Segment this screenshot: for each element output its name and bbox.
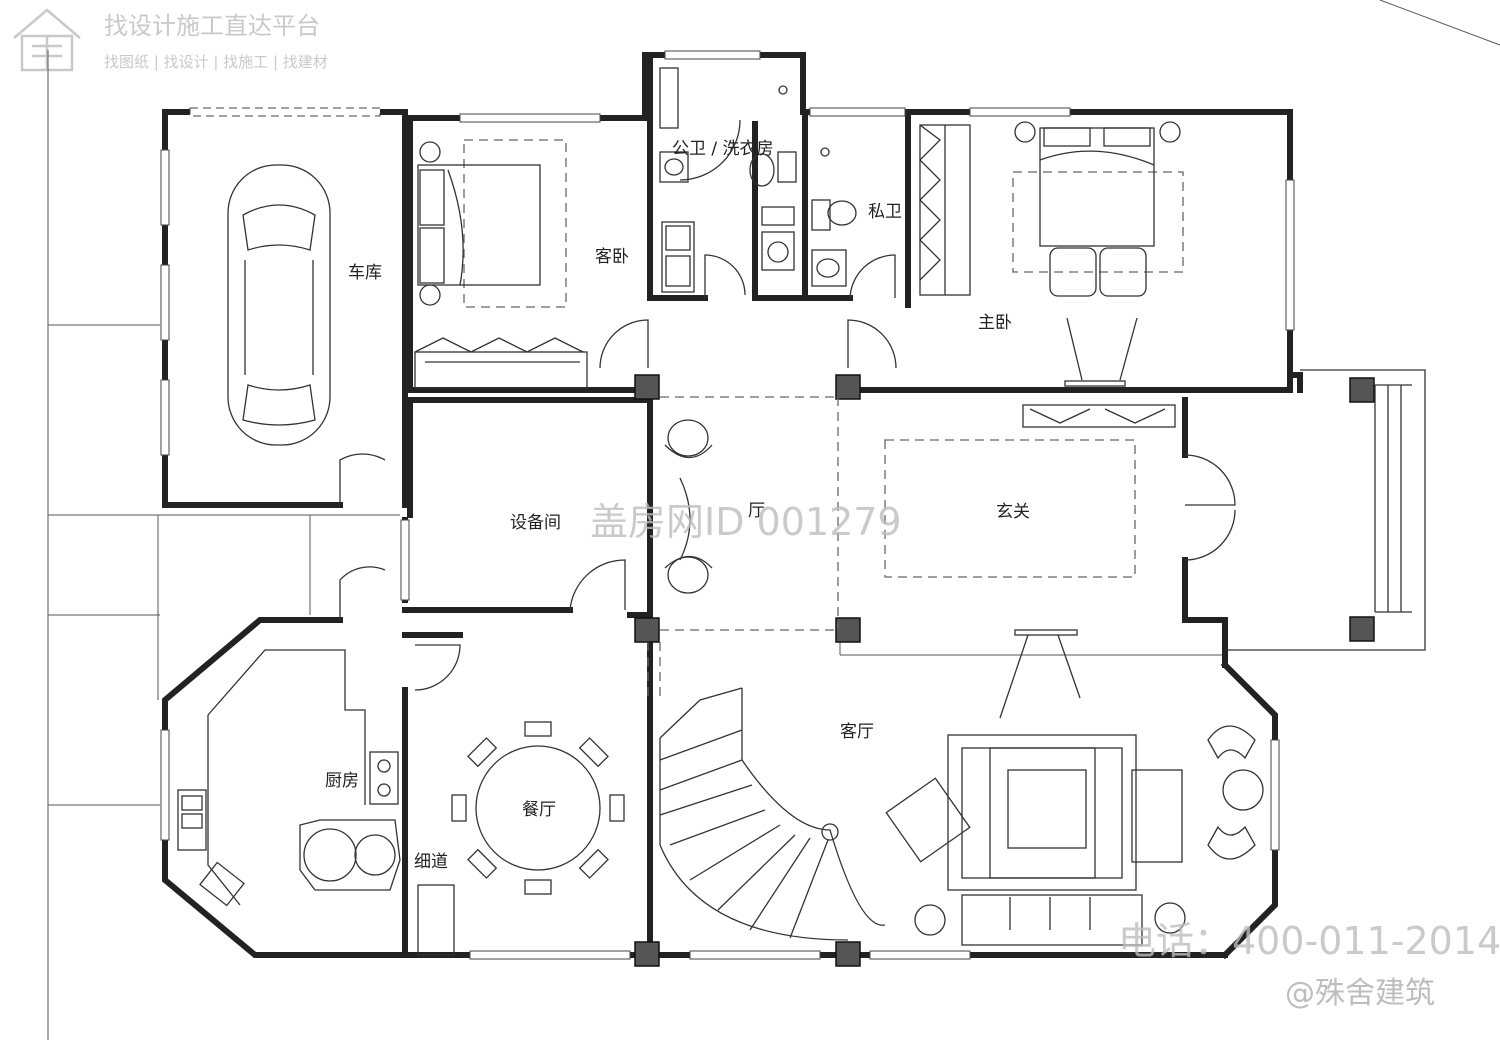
doors bbox=[339, 119, 1236, 691]
room-labels: 车库 客卧 公卫 / 洗衣房 私卫 主卧 设备间 厅 玄关 客厅 厨房 餐厅 细… bbox=[325, 139, 1030, 872]
hall-chairs-icon bbox=[664, 419, 713, 594]
master-bed-icon bbox=[1014, 121, 1181, 297]
label-living-room: 客厅 bbox=[840, 722, 874, 742]
spiral-stair-icon bbox=[659, 687, 886, 941]
shoe-cabinet-icon bbox=[1022, 404, 1176, 428]
car-icon bbox=[227, 164, 331, 446]
sofa-set-icon bbox=[885, 734, 1186, 946]
lounge-chairs-icon bbox=[1207, 725, 1264, 860]
watermarks: 盖房网ID 001279 电话：400-011-2014 @殊舍建筑 bbox=[590, 500, 1500, 1011]
windows bbox=[160, 50, 1295, 960]
label-public-bath-laundry: 公卫 / 洗衣房 bbox=[672, 139, 774, 159]
watermark-handle: @殊舍建筑 bbox=[1285, 976, 1435, 1011]
brand-logo: 找设计施工直达平台 找图纸 | 找设计 | 找施工 | 找建材 bbox=[13, 8, 328, 72]
label-guest-bedroom: 客卧 bbox=[595, 247, 629, 267]
label-kitchen: 厨房 bbox=[325, 771, 359, 791]
label-dining-room: 餐厅 bbox=[522, 800, 556, 820]
label-foyer: 玄关 bbox=[996, 502, 1030, 522]
guest-bed-icon bbox=[417, 141, 541, 306]
label-garage: 车库 bbox=[348, 263, 382, 283]
zone-lines bbox=[463, 139, 1184, 700]
house-logo-icon bbox=[13, 8, 81, 72]
bath-fixtures bbox=[659, 67, 857, 293]
columns bbox=[634, 374, 1375, 967]
brand-title: 找设计施工直达平台 bbox=[104, 12, 320, 40]
dining-table-icon bbox=[417, 721, 625, 956]
label-hall: 厅 bbox=[748, 501, 765, 521]
kitchen-fixtures-icon bbox=[177, 649, 401, 907]
master-wardrobe-icon bbox=[919, 124, 971, 296]
watermark-phone: 电话：400-011-2014 bbox=[1118, 919, 1500, 963]
brand-subtitle: 找图纸 | 找设计 | 找施工 | 找建材 bbox=[104, 53, 328, 71]
master-tv-icon bbox=[1064, 317, 1138, 387]
tv-icon bbox=[999, 629, 1081, 719]
label-private-bath: 私卫 bbox=[868, 202, 902, 222]
label-equipment-room: 设备间 bbox=[510, 513, 561, 533]
entry-steps bbox=[1225, 369, 1426, 651]
watermark-id: 盖房网ID 001279 bbox=[590, 500, 902, 544]
label-master-bedroom: 主卧 bbox=[978, 313, 1012, 333]
wardrobe-icon bbox=[414, 337, 588, 389]
label-corridor: 细道 bbox=[414, 852, 448, 872]
